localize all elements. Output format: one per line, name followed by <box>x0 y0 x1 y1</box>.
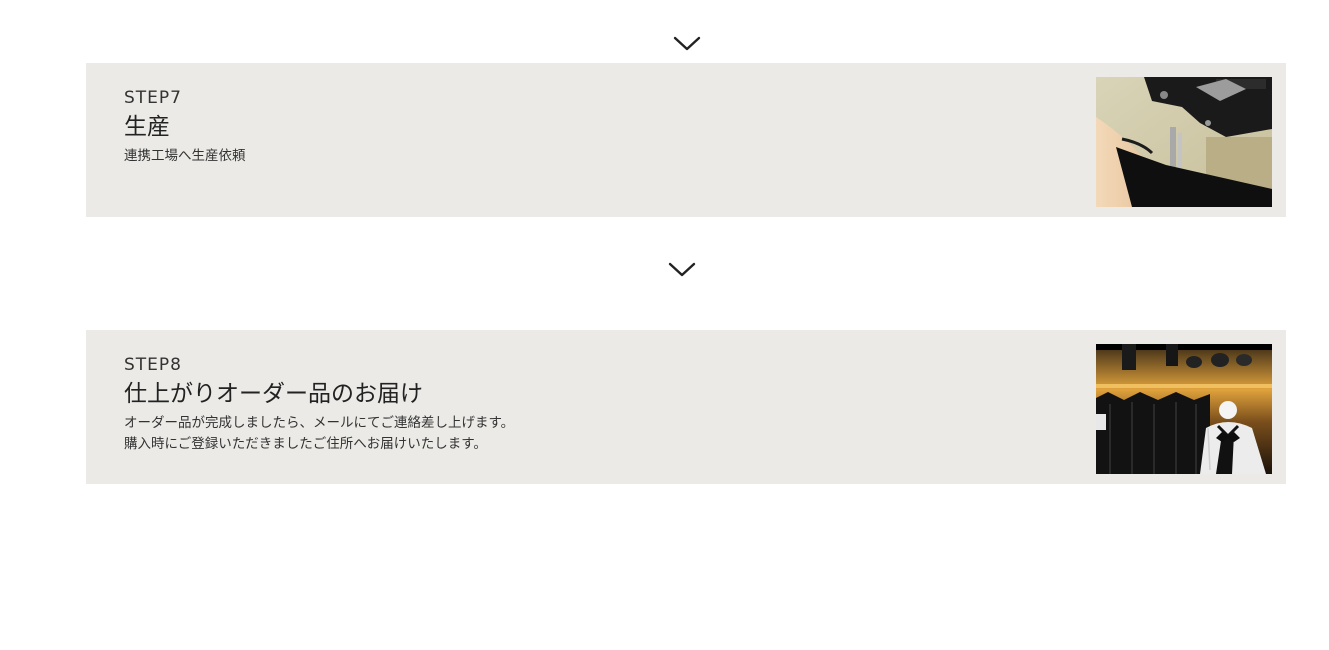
chevron-down-icon <box>668 262 696 278</box>
step-title: 仕上がりオーダー品のお届け <box>124 381 423 407</box>
boutique-mannequin-photo <box>1096 344 1272 474</box>
chevron-down-icon <box>673 36 701 52</box>
step-label: STEP8 <box>124 355 182 375</box>
step-label: STEP7 <box>124 88 182 108</box>
step-card-7: STEP7 生産 連携工場へ生産依頼 <box>86 63 1286 217</box>
step-card-8: STEP8 仕上がりオーダー品のお届け オーダー品が完成しましたら、メールにてご… <box>86 330 1286 484</box>
step-description: 連携工場へ生産依頼 <box>124 148 246 164</box>
step-text: STEP8 仕上がりオーダー品のお届け オーダー品が完成しましたら、メールにてご… <box>124 354 514 455</box>
sewing-machine-photo <box>1096 77 1272 207</box>
step-text: STEP7 生産 連携工場へ生産依頼 <box>124 87 246 167</box>
step-title: 生産 <box>124 114 170 140</box>
step-description: オーダー品が完成しましたら、メールにてご連絡差し上げます。 購入時にご登録いただ… <box>124 415 515 452</box>
